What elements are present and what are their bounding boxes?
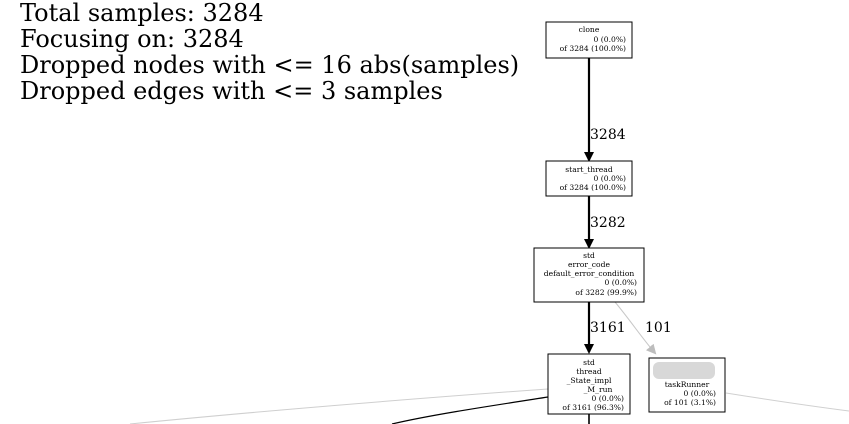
node-std-name-1: std: [583, 251, 595, 260]
node-start-thread[interactable]: start_thread 0 (0.0%) of 3284 (100.0%): [545, 160, 633, 197]
node-start-thread-flat: 0 (0.0%): [594, 174, 626, 183]
node-start-thread-name-1: start_thread: [565, 165, 613, 174]
edge-thread-to-offscreen-left-2: [391, 396, 549, 424]
node-clone[interactable]: clone 0 (0.0%) of 3284 (100.0%): [545, 21, 633, 59]
edge-label-101: 101: [645, 320, 672, 336]
node-thread-name-1: std: [583, 358, 595, 367]
node-thread-name-2: thread: [576, 367, 602, 376]
node-thread-name-3: _State_impl: [567, 376, 612, 385]
node-start-thread-cum: of 3284 (100.0%): [560, 183, 626, 192]
node-clone-name-1: clone: [579, 25, 600, 34]
node-task-runner-name-1: taskRunner: [665, 380, 710, 389]
edge-thread-to-offscreen-left-1: [129, 388, 549, 424]
node-std-flat: 0 (0.0%): [605, 278, 637, 287]
edge-labels: 3284 3282 3161 101: [590, 127, 672, 336]
edge-label-3282: 3282: [590, 215, 626, 231]
node-task-runner-cum: of 101 (3.1%): [664, 398, 716, 407]
edge-label-3284: 3284: [590, 127, 626, 143]
node-task-runner[interactable]: taskRunner 0 (0.0%) of 101 (3.1%): [648, 357, 726, 413]
node-state-impl-m-run[interactable]: std thread _State_impl _M_run 0 (0.0%) o…: [547, 353, 631, 415]
node-std-cum: of 3282 (99.9%): [575, 288, 637, 297]
node-thread-name-4: _M_run: [584, 385, 613, 394]
edge-std-to-task-runner: [614, 301, 657, 355]
node-default-error-condition[interactable]: std error_code default_error_condition 0…: [533, 247, 645, 303]
header-line-dropped-nodes: Dropped nodes with <= 16 abs(samples): [20, 51, 519, 79]
node-std-name-3: default_error_condition: [544, 269, 635, 278]
redacted-label-block: [653, 362, 715, 379]
node-task-runner-flat: 0 (0.0%): [684, 389, 716, 398]
header-line-dropped-edges: Dropped edges with <= 3 samples: [20, 77, 443, 105]
node-clone-flat: 0 (0.0%): [594, 35, 626, 44]
header-line-total-samples: Total samples: 3284: [20, 0, 264, 27]
node-std-name-2: error_code: [568, 260, 610, 269]
node-clone-cum: of 3284 (100.0%): [560, 44, 626, 53]
header-line-focusing-on: Focusing on: 3284: [20, 25, 244, 53]
graph-header: Total samples: 3284 Focusing on: 3284 Dr…: [20, 0, 519, 105]
node-thread-flat: 0 (0.0%): [592, 394, 624, 403]
edge-label-3161: 3161: [590, 320, 626, 336]
edge-task-runner-to-offscreen-right: [725, 392, 849, 412]
node-thread-cum: of 3161 (96.3%): [562, 403, 624, 412]
graph-edges: [129, 58, 849, 424]
